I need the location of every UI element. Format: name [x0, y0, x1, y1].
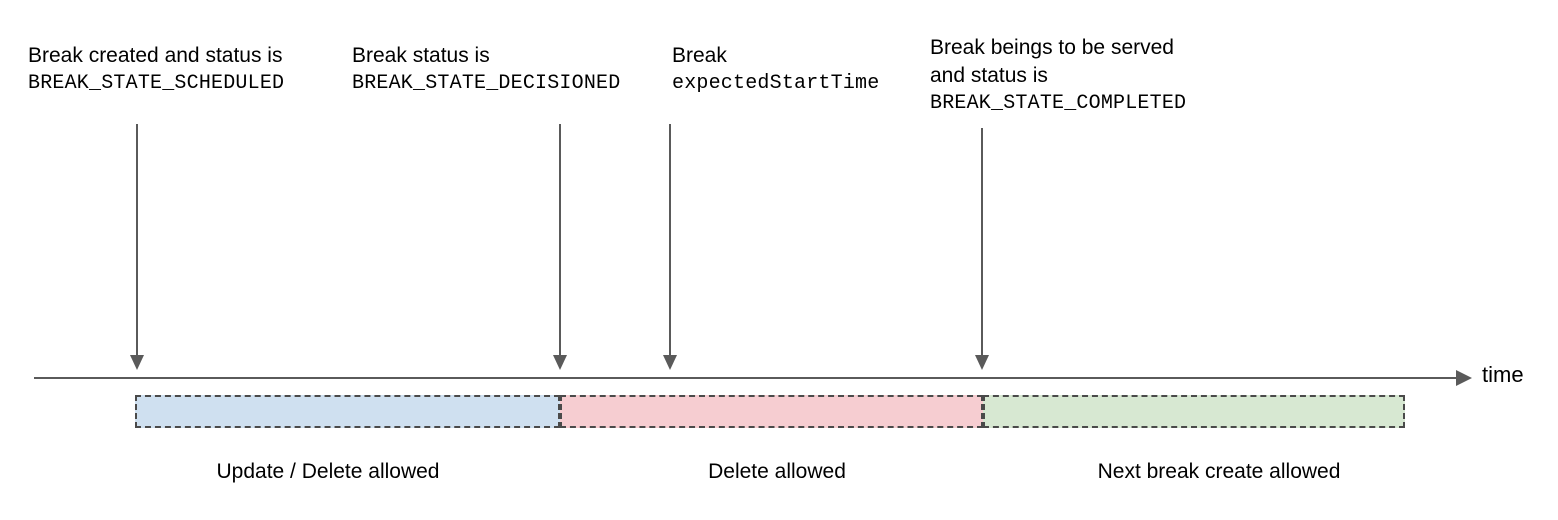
annotation-expected-start-time: Break expectedStartTime [672, 42, 879, 98]
marker-shaft-expected-start-time [669, 124, 671, 356]
arrow-down-icon-scheduled [130, 355, 144, 370]
annotation-expected-start-time-line-1: Break [672, 44, 727, 67]
time-axis-line [34, 377, 1456, 379]
marker-shaft-scheduled [136, 124, 138, 356]
marker-arrow-completed [975, 128, 989, 370]
marker-arrow-decisioned [553, 124, 567, 370]
annotation-scheduled-line-1: Break created and status is [28, 44, 283, 67]
phase-caption-delete-only: Delete allowed [708, 460, 846, 483]
annotation-decisioned: Break status is BREAK_STATE_DECISIONED [352, 42, 620, 98]
arrow-down-icon-decisioned [553, 355, 567, 370]
arrow-down-icon-expected-start-time [663, 355, 677, 370]
phase-bar-delete-only [560, 395, 983, 428]
marker-arrow-scheduled [130, 124, 144, 370]
annotation-completed: Break beings to be served and status is BR… [930, 34, 1186, 118]
annotation-expected-start-time-line-2: expectedStartTime [672, 72, 880, 95]
phase-caption-next-break-create: Next break create allowed [1097, 460, 1341, 483]
annotation-scheduled-line-2: BREAK_STATE_SCHEDULED [28, 72, 285, 95]
phase-caption-update-delete: Update / Delete allowed [216, 460, 440, 483]
annotation-decisioned-line-2: BREAK_STATE_DECISIONED [352, 72, 621, 95]
arrow-down-icon-completed [975, 355, 989, 370]
marker-shaft-completed [981, 128, 983, 356]
time-axis-arrowhead-icon [1456, 370, 1472, 386]
annotation-decisioned-line-1: Break status is [352, 44, 490, 67]
time-axis-label: time [1482, 362, 1524, 387]
annotation-completed-line-3: BREAK_STATE_COMPLETED [930, 92, 1187, 115]
annotation-completed-line-1: Break beings to be served [930, 36, 1174, 59]
annotation-completed-line-2: and status is [930, 64, 1048, 87]
marker-arrow-expected-start-time [663, 124, 677, 370]
marker-shaft-decisioned [559, 124, 561, 356]
annotation-scheduled: Break created and status is BREAK_STATE_S… [28, 42, 284, 98]
phase-bar-update-delete [135, 395, 560, 428]
phase-bar-next-break-create [983, 395, 1405, 428]
